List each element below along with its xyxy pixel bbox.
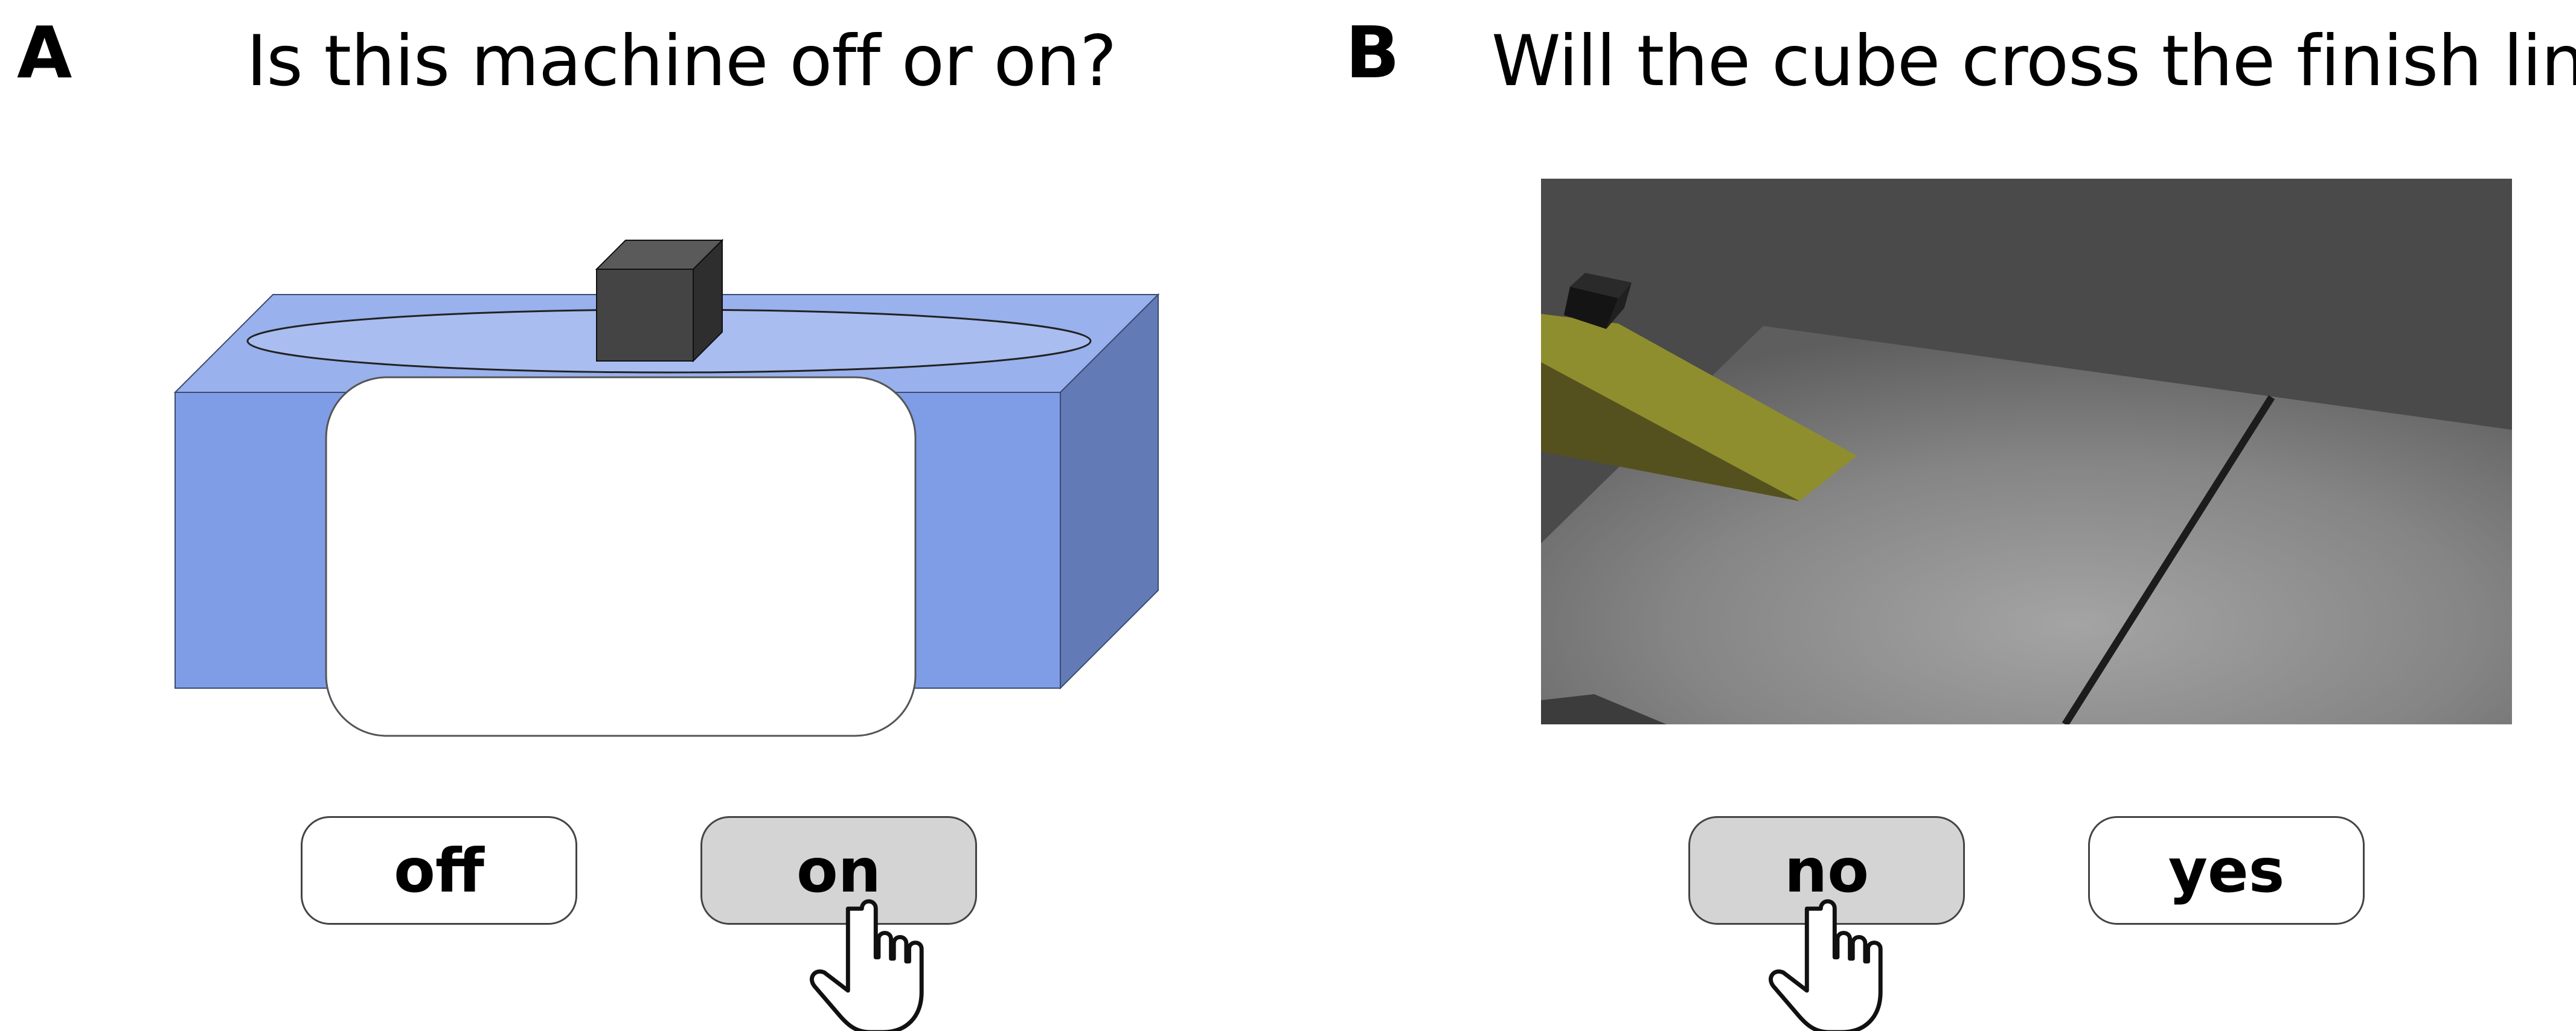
- ramp-cube-icon: [1564, 273, 1632, 329]
- cube-icon: [595, 238, 724, 363]
- ramp-scene: [1541, 179, 2512, 724]
- finish-line: [2062, 395, 2275, 724]
- on-button[interactable]: on: [700, 816, 977, 925]
- panel-b-letter: B: [1345, 11, 1400, 94]
- yes-button[interactable]: yes: [2088, 816, 2365, 925]
- ramp-top: [1541, 314, 1857, 501]
- no-button[interactable]: no: [1688, 816, 1965, 925]
- machine-diagram: [173, 238, 1160, 737]
- panel-a-letter: A: [17, 11, 72, 94]
- panel-b-question: Will the cube cross the finish line?: [1491, 21, 2576, 102]
- panel-a-question: Is this machine off or on?: [246, 21, 1117, 102]
- off-button[interactable]: off: [301, 816, 577, 925]
- machine-window: [325, 376, 917, 737]
